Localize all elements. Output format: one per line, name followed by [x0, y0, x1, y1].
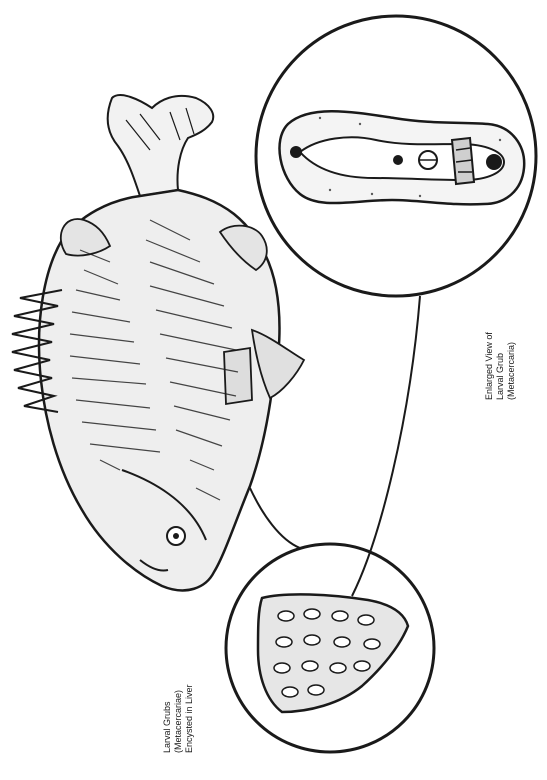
larval-grubs-caption: Larval Grubs (Metacercariae) Encysted in…	[162, 684, 195, 753]
liver-circle	[226, 544, 434, 752]
enlarged-view-circle	[256, 16, 536, 296]
oral-sucker	[290, 146, 302, 158]
enlarged-caption-line-2: Larval Grub	[495, 332, 506, 400]
grubs-caption-line-1: Larval Grubs	[162, 684, 173, 753]
grubs-caption-line-2: (Metacercariae)	[173, 684, 184, 753]
fish-tail-fin	[108, 95, 213, 196]
enlarged-caption-line-3: (Metacercaria)	[506, 332, 517, 400]
enlarged-view-caption: Enlarged View of Larval Grub (Metacercar…	[484, 332, 517, 400]
enlarged-caption-line-1: Enlarged View of	[484, 332, 495, 400]
fish-pectoral-fin	[224, 348, 252, 404]
connector-fish-to-liver	[250, 488, 300, 548]
grubs-caption-line-3: Encysted in Liver	[184, 684, 195, 753]
ventral-sucker	[393, 155, 403, 165]
